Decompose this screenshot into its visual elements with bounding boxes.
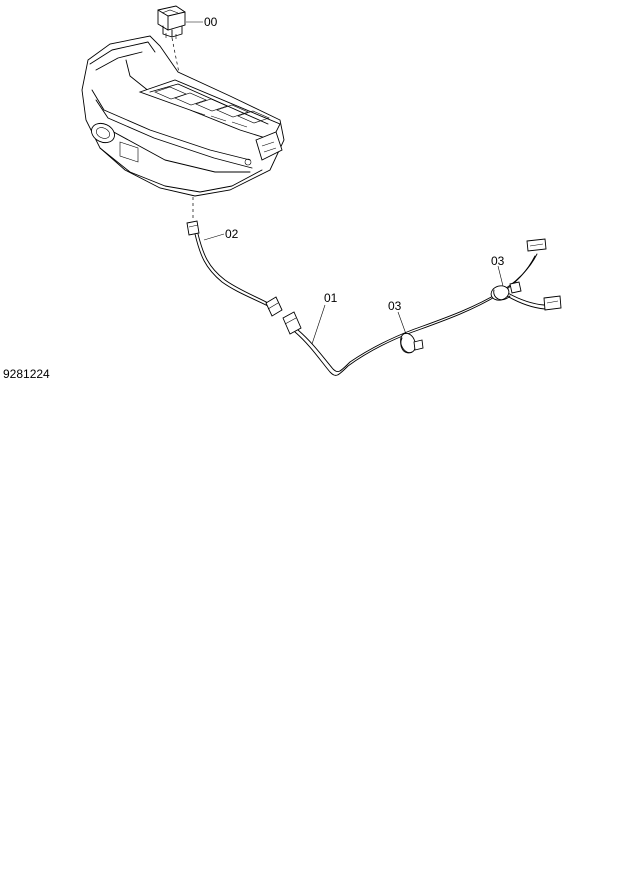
rocker-switch	[157, 5, 186, 39]
switch-install-line	[171, 37, 181, 79]
callout-01: 01	[324, 291, 338, 305]
clamp-left	[400, 332, 424, 354]
leader-02	[203, 233, 225, 241]
document-number: 9281224	[3, 367, 50, 381]
leader-03-left	[397, 311, 407, 335]
sub-harness	[186, 220, 283, 317]
leader-01	[311, 304, 326, 345]
callout-03-left: 03	[388, 299, 402, 313]
callout-02: 02	[225, 227, 239, 241]
main-harness	[282, 238, 562, 376]
leader-03-right	[497, 265, 504, 287]
callout-00: 00	[204, 15, 218, 29]
callout-03-right: 03	[491, 254, 505, 268]
clamp-right	[490, 281, 522, 301]
console-housing	[81, 35, 285, 197]
